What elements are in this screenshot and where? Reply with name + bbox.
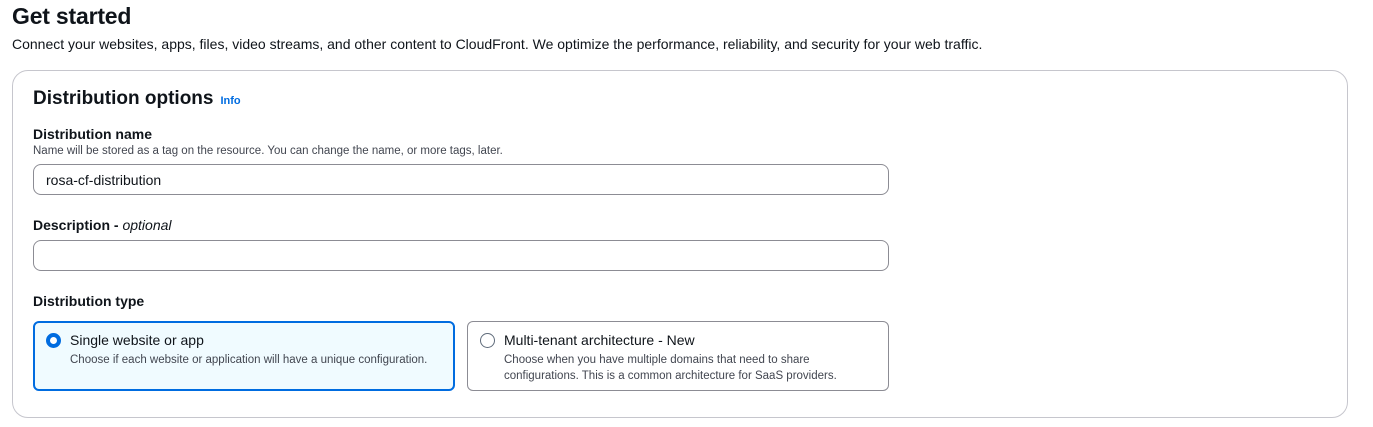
page-title: Get started	[12, 3, 132, 29]
option-single-website[interactable]: Single website or app Choose if each web…	[33, 321, 455, 391]
optional-tag: optional	[122, 217, 172, 233]
option-description: Choose when you have multiple domains th…	[504, 354, 837, 382]
description-input[interactable]	[33, 240, 889, 271]
panel-title: Distribution options	[33, 88, 214, 109]
radio-unselected-icon[interactable]	[480, 333, 495, 348]
radio-selected-icon[interactable]	[46, 333, 61, 348]
option-description: Choose if each website or application wi…	[70, 354, 428, 366]
distribution-type-label: Distribution type	[33, 293, 145, 309]
info-link[interactable]: Info	[220, 95, 241, 107]
distribution-name-input[interactable]	[33, 164, 889, 195]
description-label-dash: -	[110, 217, 123, 233]
page-subtitle: Connect your websites, apps, files, vide…	[12, 36, 983, 52]
description-label-text: Description	[33, 217, 111, 233]
option-multi-tenant[interactable]: Multi-tenant architecture - New Choose w…	[467, 321, 889, 391]
distribution-name-hint: Name will be stored as a tag on the reso…	[33, 145, 503, 157]
option-title: Multi-tenant architecture - New	[504, 332, 695, 348]
option-title: Single website or app	[70, 332, 204, 348]
panel-header: Distribution options Info	[33, 88, 241, 110]
distribution-name-label: Distribution name	[33, 126, 153, 142]
description-label: Description - optional	[33, 217, 172, 233]
distribution-options-panel: Distribution options Info Distribution n…	[12, 70, 1348, 418]
